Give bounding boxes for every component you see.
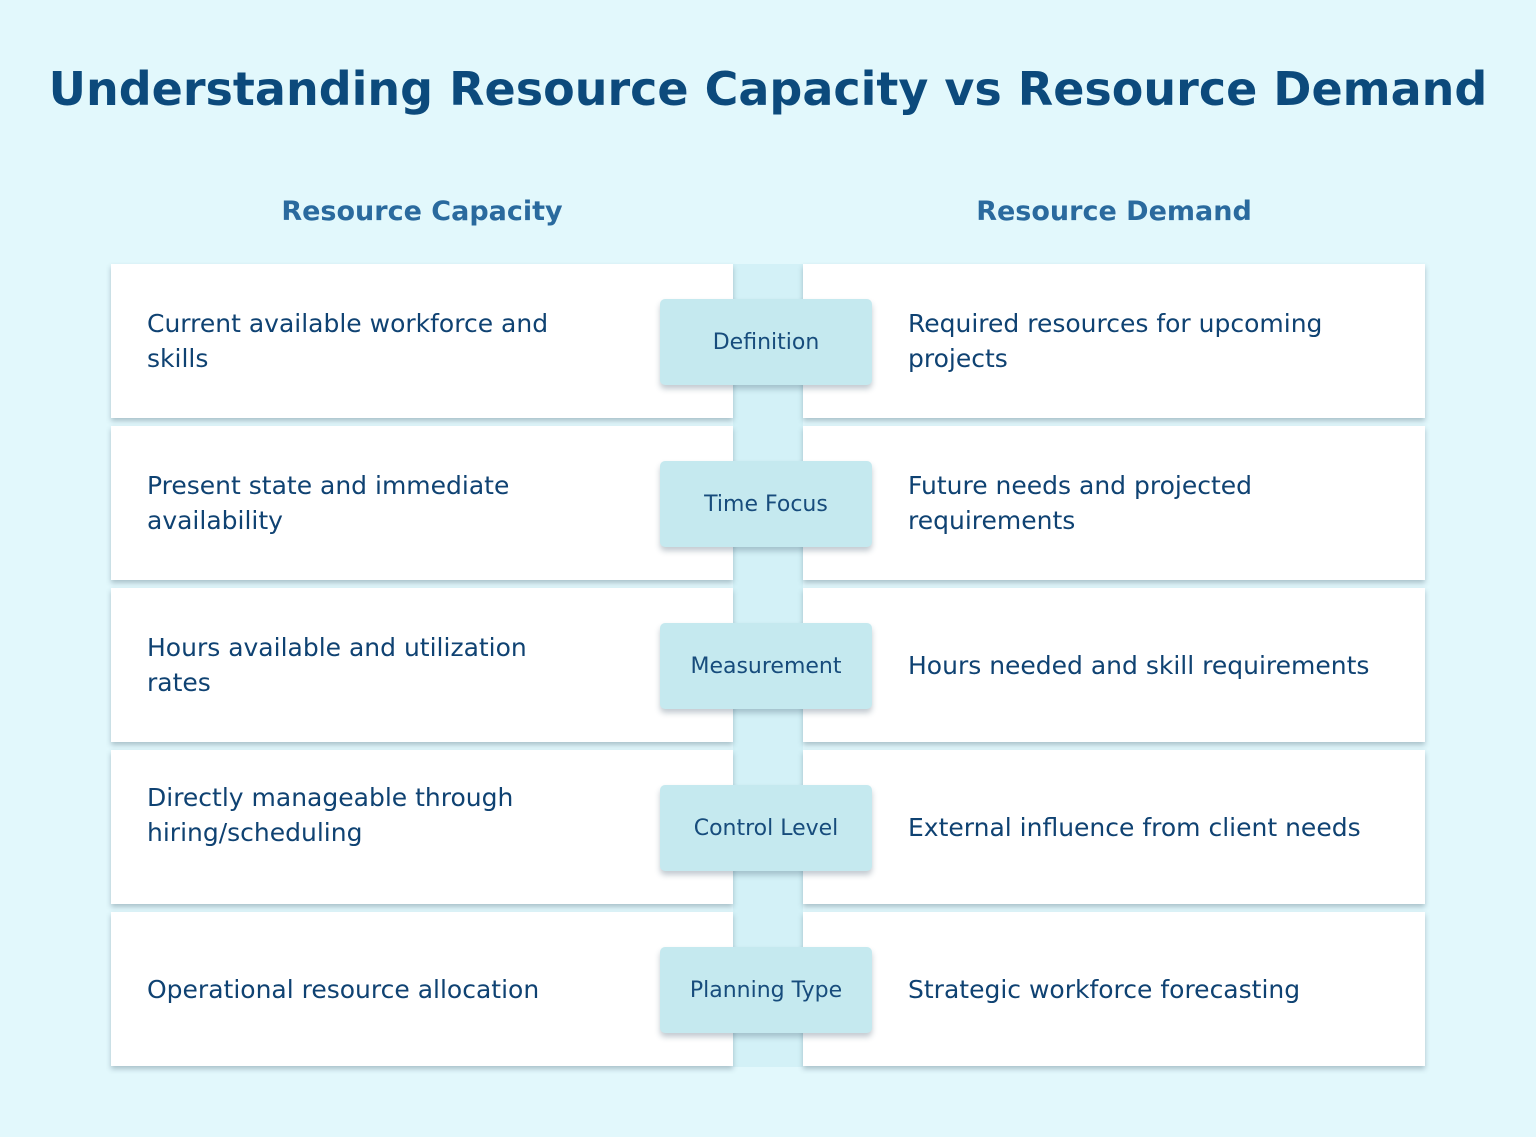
demand-text: Future needs and projected requirements — [908, 471, 1253, 535]
capacity-card-time-focus: Present state and immediate availability — [111, 426, 733, 580]
criterion-pill-control-level: Control Level — [660, 785, 872, 871]
capacity-card-measurement: Hours available and utilization rates — [111, 588, 733, 742]
capacity-text: Hours available and utilization rates — [147, 633, 527, 697]
capacity-card-definition: Current available workforce and skills — [111, 264, 733, 418]
demand-text: Required resources for upcoming projects — [908, 309, 1323, 373]
capacity-text: Current available workforce and skills — [147, 309, 549, 373]
demand-text: Hours needed and skill requirements — [908, 650, 1370, 680]
criterion-pill-time-focus: Time Focus — [660, 461, 872, 547]
demand-card-definition: Required resources for upcoming projects — [803, 264, 1425, 418]
page-title: Understanding Resource Capacity vs Resou… — [48, 62, 1488, 116]
demand-card-planning-type: Strategic workforce forecasting — [803, 912, 1425, 1066]
criterion-pill-definition: Definition — [660, 299, 872, 385]
demand-card-time-focus: Future needs and projected requirements — [803, 426, 1425, 580]
criterion-pill-measurement: Measurement — [660, 623, 872, 709]
demand-card-measurement: Hours needed and skill requirements — [803, 588, 1425, 742]
capacity-text: Directly manageable through hiring/sched… — [147, 783, 514, 847]
capacity-card-planning-type: Operational resource allocation — [111, 912, 733, 1066]
capacity-text: Present state and immediate availability — [147, 471, 510, 535]
criterion-pill-planning-type: Planning Type — [660, 947, 872, 1033]
demand-text: Strategic workforce forecasting — [908, 974, 1301, 1004]
column-heading-demand: Resource Demand — [976, 196, 1252, 227]
capacity-card-control-level: Directly manageable through hiring/sched… — [111, 750, 733, 904]
column-heading-capacity: Resource Capacity — [281, 196, 563, 227]
demand-text: External influence from client needs — [908, 812, 1361, 842]
demand-card-control-level: External influence from client needs — [803, 750, 1425, 904]
capacity-text: Operational resource allocation — [147, 974, 540, 1004]
